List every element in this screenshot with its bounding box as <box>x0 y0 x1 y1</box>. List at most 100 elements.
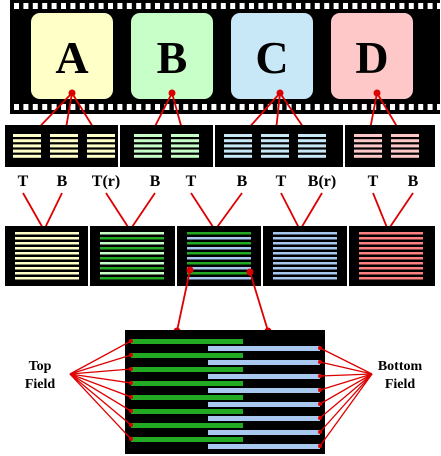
video-scanline <box>187 237 251 240</box>
sprocket-hole <box>23 3 29 9</box>
bottom-field-scanline <box>208 430 320 435</box>
video-scanline <box>359 252 423 255</box>
top-field-connector <box>69 354 132 375</box>
frame-box <box>31 13 113 99</box>
video-scanline <box>359 262 423 265</box>
video-frame-separator <box>261 226 263 286</box>
field-line <box>391 149 419 153</box>
sprocket-hole <box>14 3 19 9</box>
field-line <box>134 134 162 137</box>
bottom-field-connector <box>319 373 373 419</box>
frame-letter: B <box>157 32 188 83</box>
sprocket-holes-bottom <box>14 104 441 110</box>
sprocket-hole <box>108 3 113 9</box>
field-line <box>298 144 326 148</box>
video-frame-bg <box>351 228 431 284</box>
top-field-scanline <box>131 339 243 344</box>
frame-letter: A <box>55 32 88 83</box>
sprocket-hole <box>249 104 254 110</box>
sprocket-hole <box>164 3 170 9</box>
video-scanline <box>359 267 423 270</box>
video-scanline <box>15 277 79 280</box>
connector-line <box>43 192 63 231</box>
video-frame-1 <box>7 228 87 284</box>
video-scanline <box>100 247 164 250</box>
bottom-field-connector <box>319 373 373 391</box>
sprocket-hole <box>343 104 348 110</box>
field-line <box>13 144 41 148</box>
sprocket-hole <box>108 104 113 110</box>
field-group-separator <box>118 125 120 167</box>
sprocket-hole <box>361 104 367 110</box>
video-scanline <box>100 232 164 235</box>
film-frame-c: C <box>231 13 313 99</box>
sprocket-hole <box>437 104 441 110</box>
field-line <box>87 144 115 148</box>
video-frame-separator <box>347 226 349 286</box>
sprocket-hole <box>267 104 273 110</box>
video-scanline <box>187 262 251 265</box>
sprocket-hole <box>136 104 142 110</box>
sprocket-hole <box>211 104 217 110</box>
connector-dot <box>318 374 322 378</box>
field-line <box>354 134 382 137</box>
video-scanline <box>15 237 79 240</box>
top-field-connector <box>69 373 132 440</box>
sprocket-hole <box>343 3 348 9</box>
field-line <box>134 149 162 153</box>
connector-line <box>105 192 131 231</box>
sprocket-hole <box>314 104 320 110</box>
sprocket-hole <box>239 104 245 110</box>
detail-scanlines <box>131 339 320 449</box>
video-scanline <box>273 262 337 265</box>
bottom-field-scanline <box>208 388 320 393</box>
video-scanline <box>273 272 337 275</box>
video-frames <box>5 226 435 286</box>
video-scanline <box>15 242 79 245</box>
sprocket-hole <box>79 104 85 110</box>
sprocket-hole <box>42 3 48 9</box>
top-field-connector <box>69 373 132 384</box>
sprocket-hole <box>258 3 264 9</box>
video-scanline <box>100 257 164 260</box>
sprocket-hole <box>390 104 395 110</box>
connector-dot <box>129 437 133 441</box>
field-line <box>50 139 78 143</box>
bottom-field-scanline <box>208 402 320 407</box>
field-line <box>354 154 382 158</box>
sprocket-hole <box>155 3 160 9</box>
top-field-connector <box>69 340 132 375</box>
connector-dot <box>276 89 284 97</box>
connector-dot <box>318 416 322 420</box>
top-field-scanline <box>131 381 243 386</box>
field-strip <box>5 125 435 167</box>
field-line <box>298 139 326 143</box>
field-label-9: B <box>408 173 419 190</box>
connector-dot <box>373 89 381 97</box>
video-frame-bg <box>92 228 172 284</box>
film-frame-b: B <box>131 13 213 99</box>
field-line <box>171 144 199 148</box>
connector-line <box>387 192 414 231</box>
video-frame-separator <box>175 226 177 286</box>
field-label-connectors <box>69 339 373 448</box>
bottom-field-scanline <box>208 416 320 421</box>
frame-box <box>131 13 213 99</box>
sprocket-hole <box>14 104 19 110</box>
sprocket-hole <box>61 104 66 110</box>
sprocket-hole <box>145 3 151 9</box>
video-scanline <box>15 267 79 270</box>
video-scanline <box>15 252 79 255</box>
top-field-scanline <box>131 423 243 428</box>
bottom-field-connector <box>319 373 373 377</box>
sprocket-hole <box>126 104 132 110</box>
sprocket-hole <box>51 104 57 110</box>
field-cell <box>86 132 116 160</box>
video-scanline <box>15 257 79 260</box>
sprocket-hole <box>230 3 236 9</box>
field-line <box>354 149 382 153</box>
connector-line <box>372 192 389 231</box>
field-line <box>13 154 41 158</box>
sprocket-hole <box>220 3 226 9</box>
